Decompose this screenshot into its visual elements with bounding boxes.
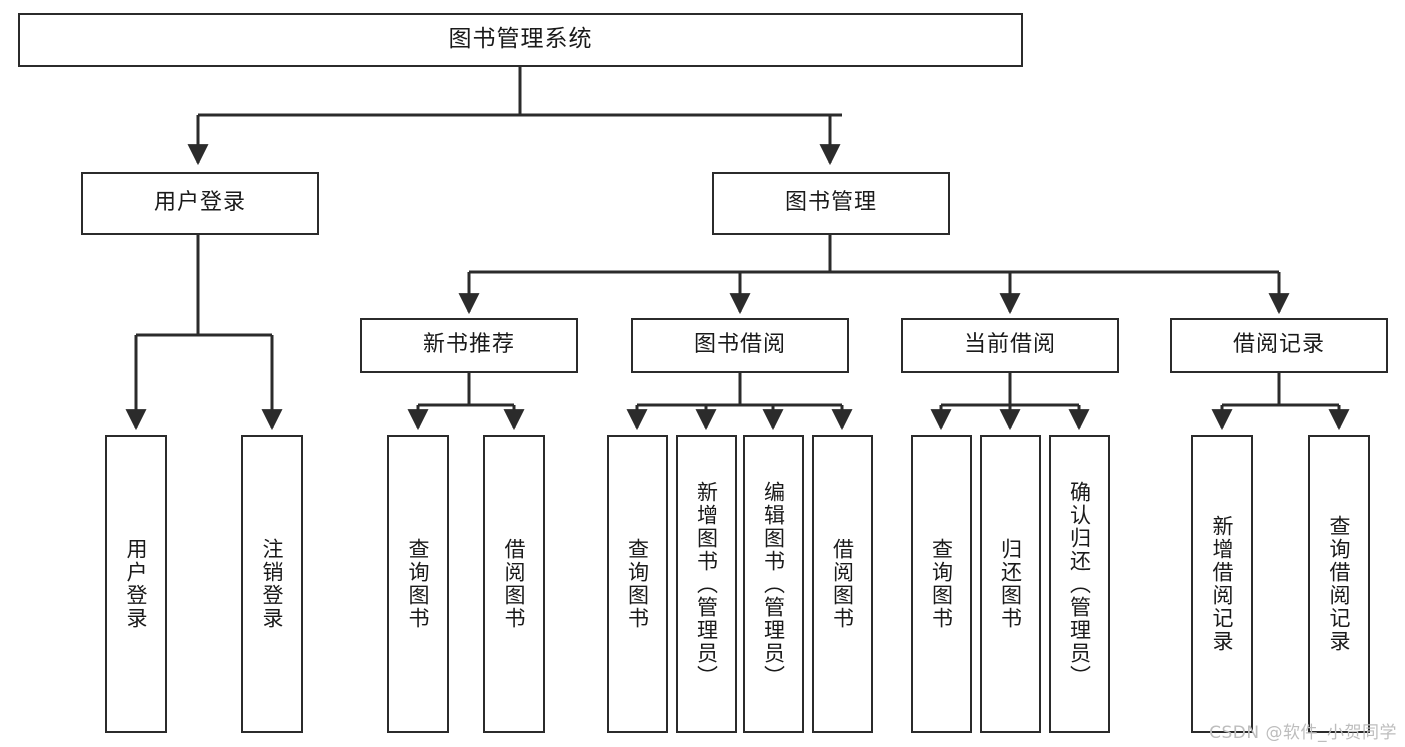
node-label: 图书管理系统	[448, 26, 593, 53]
node-label: 新书推荐	[422, 332, 515, 358]
node-borrow-record[interactable]: 借阅记录	[1170, 318, 1388, 373]
node-label: 用户登录	[153, 190, 246, 216]
leaf-query-book-current[interactable]: 查询图书	[911, 435, 972, 733]
node-root-system[interactable]: 图书管理系统	[18, 13, 1023, 67]
node-label: 用户登录	[124, 538, 149, 630]
node-label: 查询图书	[929, 538, 954, 630]
node-label: 确认归还（管理员）	[1067, 480, 1092, 688]
node-label: 新增图书（管理员）	[694, 480, 719, 688]
leaf-query-book-borrow[interactable]: 查询图书	[607, 435, 668, 733]
leaf-add-book[interactable]: 新增图书（管理员）	[676, 435, 737, 733]
leaf-user-logout[interactable]: 注销登录	[241, 435, 303, 733]
leaf-add-borrow-record[interactable]: 新增借阅记录	[1191, 435, 1253, 733]
leaf-return-book[interactable]: 归还图书	[980, 435, 1041, 733]
leaf-query-book-recommend[interactable]: 查询图书	[387, 435, 449, 733]
leaf-user-login[interactable]: 用户登录	[105, 435, 167, 733]
node-label: 新增借阅记录	[1210, 515, 1235, 653]
node-current-borrow[interactable]: 当前借阅	[901, 318, 1119, 373]
node-book-manage[interactable]: 图书管理	[712, 172, 950, 235]
node-label: 借阅记录	[1232, 332, 1325, 358]
node-label: 查询图书	[625, 538, 650, 630]
node-label: 查询借阅记录	[1327, 515, 1352, 653]
node-label: 归还图书	[998, 538, 1023, 630]
leaf-query-borrow-record[interactable]: 查询借阅记录	[1308, 435, 1370, 733]
node-label: 编辑图书（管理员）	[761, 480, 786, 688]
leaf-borrow-book-recommend[interactable]: 借阅图书	[483, 435, 545, 733]
node-label: 图书借阅	[693, 332, 786, 358]
node-new-book-recommend[interactable]: 新书推荐	[360, 318, 578, 373]
node-label: 查询图书	[406, 538, 431, 630]
node-label: 注销登录	[260, 538, 285, 630]
node-label: 借阅图书	[830, 538, 855, 630]
leaf-borrow-book[interactable]: 借阅图书	[812, 435, 873, 733]
csdn-watermark: CSDN @软件_小贺同学	[1209, 723, 1397, 743]
node-user-login[interactable]: 用户登录	[81, 172, 319, 235]
leaf-confirm-return[interactable]: 确认归还（管理员）	[1049, 435, 1110, 733]
leaf-edit-book[interactable]: 编辑图书（管理员）	[743, 435, 804, 733]
node-label: 图书管理	[784, 190, 877, 216]
node-label: 借阅图书	[502, 538, 527, 630]
node-book-borrow[interactable]: 图书借阅	[631, 318, 849, 373]
node-label: 当前借阅	[963, 332, 1056, 358]
